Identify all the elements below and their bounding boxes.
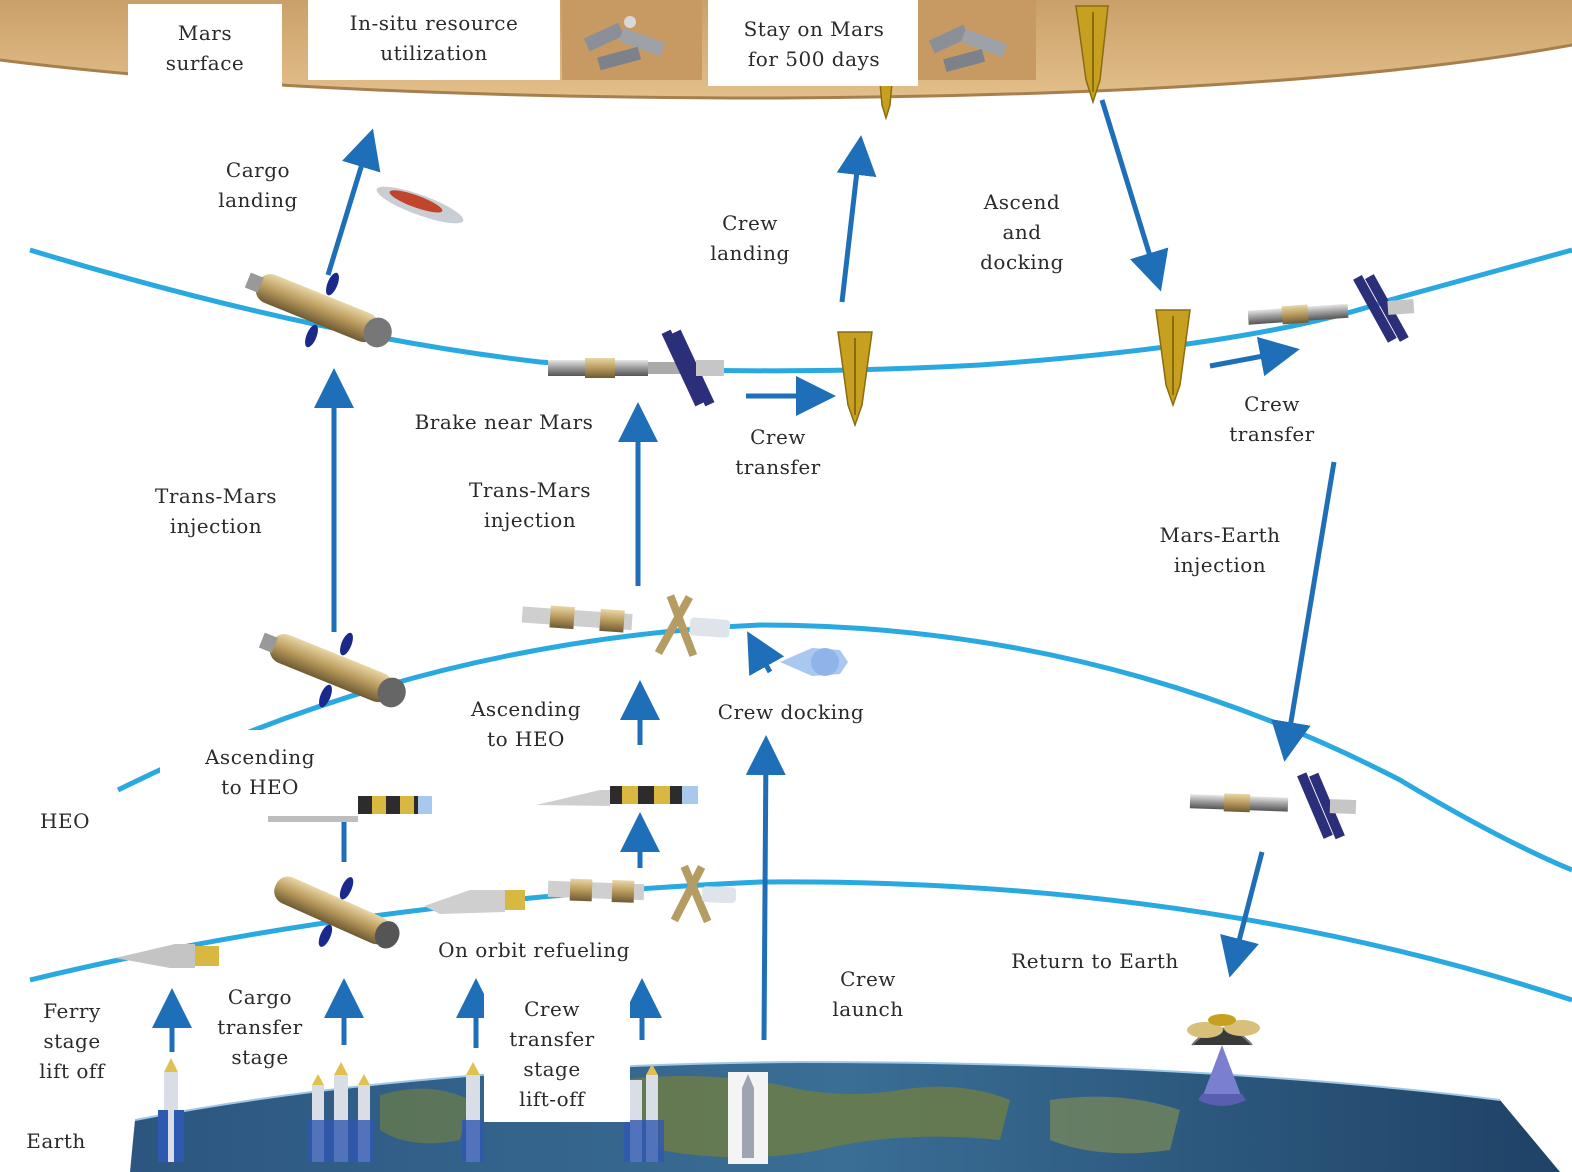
leo-orbit <box>29 879 1572 1003</box>
orbits <box>29 247 1572 1003</box>
launcher-crew-transfer <box>462 1062 484 1162</box>
cargo-vehicle-mars <box>244 272 392 348</box>
crew-ship-leo <box>547 864 737 924</box>
mars-base-image-1 <box>562 0 702 80</box>
launcher-cargo <box>308 1062 374 1162</box>
return-to-earth-label: Return to Earth <box>1011 949 1179 973</box>
stay-on-mars-label: Stay on Mars for 500 days <box>743 17 885 71</box>
arrow-crew-launch <box>745 735 786 1041</box>
crew-landing-label: Crew landing <box>710 211 790 265</box>
heo-label: HEO <box>40 809 90 833</box>
cargo-vehicle-leo <box>274 876 400 949</box>
launcher-refuel <box>624 1064 664 1162</box>
crew-transfer-right-label: Crew transfer <box>1229 392 1315 446</box>
ferry-lift-off-label: Ferry stage lift off <box>39 999 105 1083</box>
ascending-heo-left-label: Ascending to HEO <box>204 745 315 799</box>
launcher-crew <box>728 1072 768 1164</box>
mars-surface-label: Mars surface <box>165 21 245 75</box>
ascending-heo-left-box <box>160 730 340 800</box>
arrow-return-earth <box>1220 851 1265 978</box>
arrow-mars-earth <box>1271 461 1337 762</box>
crew-launch-label: Crew launch <box>832 967 904 1021</box>
mars-lander-surface-2 <box>1075 5 1109 105</box>
brake-near-mars-label: Brake near Mars <box>414 410 594 434</box>
mars-lander-orbit-right <box>1155 309 1191 408</box>
ascending-heo-mid-label: Ascending to HEO <box>470 697 581 751</box>
stay-label-box <box>708 0 918 86</box>
isru-label-box <box>308 0 560 80</box>
ferry-stage-heo-mid <box>536 786 698 806</box>
earth-label: Earth <box>26 1129 86 1153</box>
crew-transfer-stage-label: Crew transfer stage lift-off <box>509 997 595 1111</box>
crew-ship-heo <box>521 594 731 657</box>
arrow-crew-docking <box>747 631 785 676</box>
tmi-left-label: Trans-Mars injection <box>155 484 277 538</box>
arrow-cargo-landing <box>325 128 381 276</box>
arrows <box>152 99 1337 1052</box>
crew-ship-mars <box>548 329 724 407</box>
crew-capsule <box>780 648 848 676</box>
arrow-crew-transfer-right <box>1209 336 1300 377</box>
ferry-stage-leo-left <box>115 944 219 968</box>
crew-ship-return <box>1247 274 1415 343</box>
on-orbit-refueling-label: On orbit refueling <box>438 938 630 962</box>
mars-base-image-2 <box>918 0 1036 80</box>
mars-lander-orbit-left <box>837 331 873 428</box>
cargo-landing-label: Cargo landing <box>218 158 298 212</box>
ascend-docking-label: Ascend and docking <box>980 190 1064 274</box>
crew-transfer-stage-box <box>484 990 630 1122</box>
tmi-mid-label: Trans-Mars injection <box>469 478 591 532</box>
reentry-capsule <box>1187 1014 1260 1106</box>
cargo-transfer-stage-label: Cargo transfer stage <box>217 985 303 1069</box>
crew-docking-label: Crew docking <box>717 700 865 724</box>
ferry-stage-heo-left <box>268 796 432 822</box>
arrow-crew-landing <box>836 135 877 303</box>
arrow-ascend <box>1099 99 1169 292</box>
launcher-ferry <box>158 1058 184 1162</box>
cargo-lander <box>376 186 464 224</box>
crew-ship-return-heo <box>1189 772 1357 840</box>
mars-earth-injection-label: Mars-Earth injection <box>1159 523 1281 577</box>
ferry-stage-leo-mid <box>424 890 525 914</box>
crew-transfer-left-label: Crew transfer <box>735 425 821 479</box>
isru-label: In-situ resource utilization <box>349 11 519 65</box>
mars-surface-label-box <box>128 4 282 90</box>
cargo-vehicle-heo <box>258 632 406 708</box>
